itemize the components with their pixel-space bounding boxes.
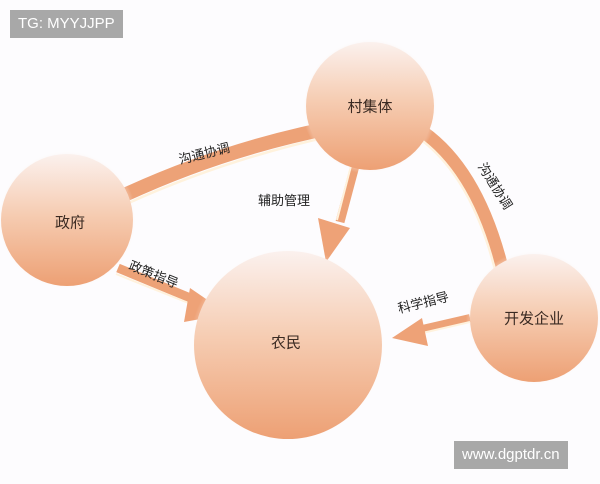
arrow-village-farmers [318, 160, 361, 262]
edge-label-village-farmers: 辅助管理 [258, 194, 311, 209]
node-enterprise [466, 250, 600, 386]
node-label-government: 政府 [54, 213, 86, 232]
node-government [0, 150, 137, 290]
watermark-bottom-right: www.dgptdr.cn [454, 441, 568, 469]
node-label-enterprise: 开发企业 [503, 309, 565, 328]
node-farmers [190, 247, 386, 443]
arrow-enterprise-farmers [392, 314, 471, 346]
watermark-top-left: TG: MYYJJPP [10, 10, 123, 38]
node-village [302, 38, 438, 174]
node-label-farmers: 农民 [270, 333, 302, 352]
link-village-enterprise [413, 123, 512, 287]
link-government-village [111, 121, 337, 208]
node-label-village: 村集体 [347, 97, 393, 116]
